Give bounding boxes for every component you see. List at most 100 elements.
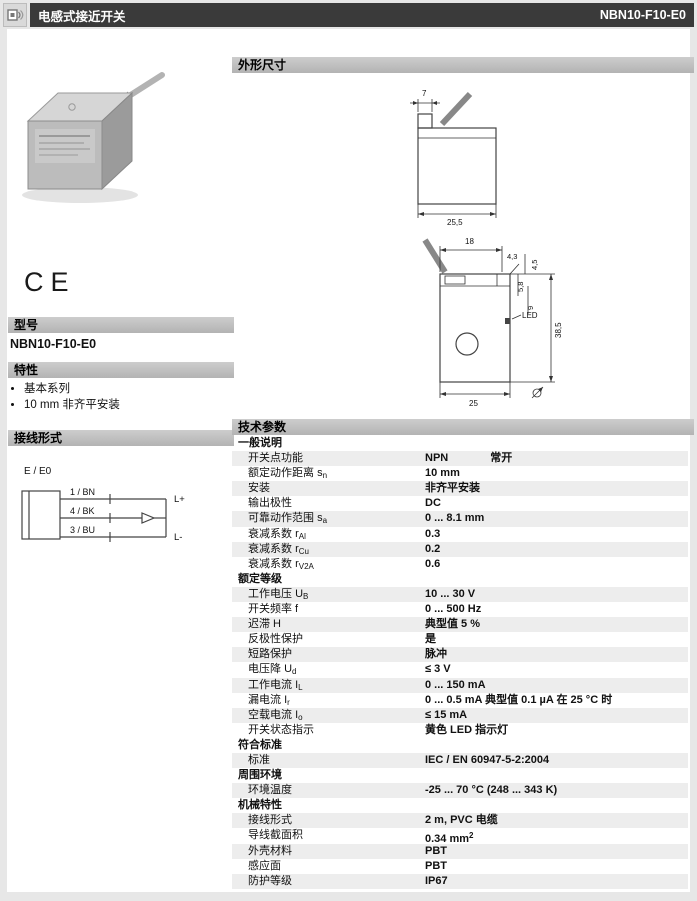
spec-value: 黄色 LED 指示灯 xyxy=(425,723,509,736)
spec-row: 空载电流 Io≤ 15 mA xyxy=(232,707,688,723)
spec-group-label: 周围环境 xyxy=(238,769,282,782)
spec-value: IP67 xyxy=(425,874,448,887)
spec-row: 导线截面积 0.34 mm2 xyxy=(232,828,688,843)
spec-group-label: 机械特性 xyxy=(238,799,282,812)
left-column: CE 型号 NBN10-F10-E0 特性 基本系列 10 mm 非齐平安装 接… xyxy=(8,29,234,892)
spec-group-row: 机械特性 xyxy=(232,798,688,813)
section-header-specs: 技术参数 xyxy=(232,419,694,435)
dimension-drawing-side: 7 25,5 xyxy=(390,84,570,226)
spec-label: 衰减系数 rCu xyxy=(248,542,309,556)
section-header-model: 型号 xyxy=(8,317,234,333)
dim-label-4-3: 4,3 xyxy=(507,252,517,261)
spec-value: IEC / EN 60947-5-2:2004 xyxy=(425,753,550,766)
spec-value: 0.6 xyxy=(425,557,441,570)
spec-value: 0 ... 150 mA xyxy=(425,678,486,691)
spec-row: 开关状态指示 黄色 LED 指示灯 xyxy=(232,723,688,738)
spec-label: 工作电流 IL xyxy=(248,678,303,692)
l-plus-label: L+ xyxy=(174,494,185,505)
spec-row: 衰减系数 rAl 0.3 xyxy=(232,527,688,542)
dim-label-38-5: 38,5 xyxy=(554,322,563,338)
feature-item: 基本系列 xyxy=(24,381,120,397)
spec-value: 脉冲 xyxy=(425,648,447,661)
spec-row: 接线形式 2 m, PVC 电缆 xyxy=(232,813,688,829)
dim-label-9: 9 xyxy=(526,306,535,310)
spec-label: 衰减系数 rV2A xyxy=(248,557,314,571)
model-number: NBN10-F10-E0 xyxy=(10,337,97,351)
title-bar: 电感式接近开关 NBN10-F10-E0 xyxy=(30,3,694,27)
spec-value: PBT xyxy=(425,859,447,872)
spec-row: 标准 IEC / EN 60947-5-2:2004 xyxy=(232,752,688,769)
spec-label: 输出极性 xyxy=(248,497,292,510)
spec-row: 电压降 Ud≤ 3 V xyxy=(232,662,688,677)
spec-label: 安装 xyxy=(248,482,270,495)
spec-row: 工作电流 IL 0 ... 150 mA xyxy=(232,677,688,693)
spec-group-label: 额定等级 xyxy=(238,572,282,585)
spec-label: 标准 xyxy=(248,753,270,766)
spec-label: 开关点功能 xyxy=(248,452,303,465)
spec-group-row: 周围环境 xyxy=(232,768,688,783)
dim-label-5-8: 5,8 xyxy=(516,282,525,292)
spec-row: 反极性保护 是 xyxy=(232,632,688,647)
wiring-label: E / E0 xyxy=(24,466,52,477)
section-header-dimensions: 外形尺寸 xyxy=(232,57,694,73)
spec-value: 0.34 mm2 xyxy=(425,831,474,844)
spec-label: 环境温度 xyxy=(248,784,292,797)
spec-value: 是 xyxy=(425,633,436,646)
dimension-drawing-front: 18 4,3 4,5 5,8 9 LED xyxy=(385,226,585,416)
pin-bk-label: 4 / BK xyxy=(70,506,95,516)
spec-group-label: 符合标准 xyxy=(238,738,282,751)
spec-label: 导线截面积 xyxy=(248,829,303,842)
spec-label: 反极性保护 xyxy=(248,633,303,646)
pin-bn-label: 1 / BN xyxy=(70,487,95,497)
spec-value: ≤ 15 mA xyxy=(425,708,468,721)
wiring-diagram: E / E0 1 / BN L+ 4 / BK 3 / BU L- xyxy=(14,461,219,573)
spec-label: 漏电流 Ir xyxy=(248,693,290,707)
dim-label-25: 25 xyxy=(469,399,478,408)
spec-value: ≤ 3 V xyxy=(425,663,451,676)
spec-value: 典型值 5 % xyxy=(425,618,481,631)
led-label: LED xyxy=(522,311,538,320)
spec-label: 开关状态指示 xyxy=(248,723,314,736)
spec-row: 衰减系数 rCu 0.2 xyxy=(232,541,688,557)
l-minus-label: L- xyxy=(174,532,182,543)
right-column: 外形尺寸 7 25,5 xyxy=(232,29,694,892)
spec-row: 环境温度 -25 ... 70 °C (248 ... 343 K) xyxy=(232,783,688,799)
content-panel: CE 型号 NBN10-F10-E0 特性 基本系列 10 mm 非齐平安装 接… xyxy=(7,29,694,892)
spec-label: 衰减系数 rAl xyxy=(248,527,306,541)
spec-value: 0.2 xyxy=(425,542,441,555)
spec-value: -25 ... 70 °C (248 ... 343 K) xyxy=(425,784,558,797)
spec-group-row: 额定等级 xyxy=(232,572,688,587)
spec-label: 迟滞 H xyxy=(248,618,281,631)
dim-label-7: 7 xyxy=(422,89,427,98)
spec-value: 非齐平安装 xyxy=(425,482,480,495)
spec-label: 接线形式 xyxy=(248,814,292,827)
header-bar: 电感式接近开关 NBN10-F10-E0 xyxy=(3,3,694,27)
spec-row: 迟滞 H 典型值 5 % xyxy=(232,617,688,633)
spec-label: 工作电压 UB xyxy=(248,587,309,601)
ce-mark: CE xyxy=(24,267,76,297)
page-title: 电感式接近开关 xyxy=(38,9,126,24)
dim-label-18: 18 xyxy=(465,237,474,246)
spec-value: 0 ... 500 Hz xyxy=(425,603,482,616)
spec-value: 0.3 xyxy=(425,527,441,540)
dim-label-4-5: 4,5 xyxy=(530,260,539,270)
spec-value: 0 ... 8.1 mm xyxy=(425,512,485,525)
section-header-features: 特性 xyxy=(8,362,234,378)
spec-label: 短路保护 xyxy=(248,648,292,661)
feature-item: 10 mm 非齐平安装 xyxy=(24,397,120,413)
spec-value: 2 m, PVC 电缆 xyxy=(425,814,498,827)
spec-value: 10 mm xyxy=(425,467,460,480)
spec-value: PBT xyxy=(425,844,447,857)
spec-row: 输出极性 DC xyxy=(232,496,688,511)
spec-value: DC xyxy=(425,497,441,510)
